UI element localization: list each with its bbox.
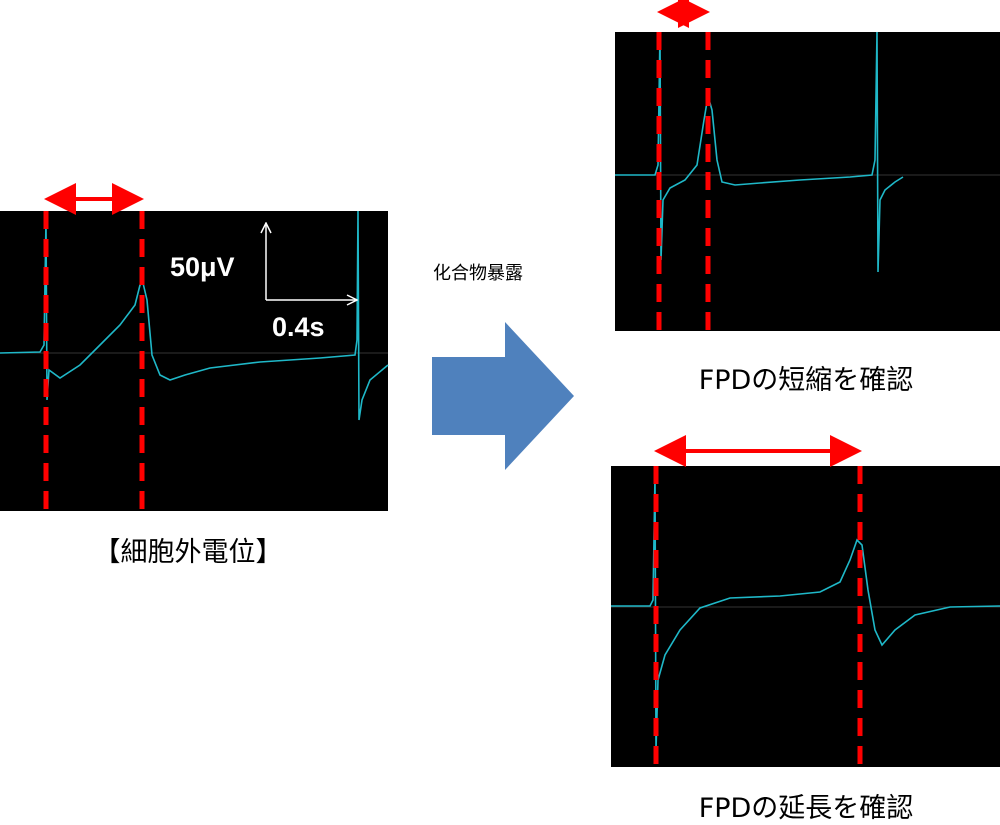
scale-voltage-label: 50μV	[170, 252, 235, 282]
exposure-arrow	[432, 322, 574, 470]
prolonged-fpd-panel	[611, 435, 1000, 767]
baseline-caption: 【細胞外電位】	[93, 537, 283, 568]
waveform-trace	[615, 31, 904, 273]
scale-time-label: 0.4s	[272, 312, 325, 342]
shortened-caption: FPDの短縮を確認	[698, 365, 914, 396]
prolonged-caption: FPDの延長を確認	[698, 793, 914, 824]
exposure-label: 化合物暴露	[433, 263, 523, 284]
waveform-trace	[611, 474, 1000, 751]
baseline-waveform-panel	[0, 183, 389, 511]
shortened-fpd-panel	[615, 0, 1000, 331]
